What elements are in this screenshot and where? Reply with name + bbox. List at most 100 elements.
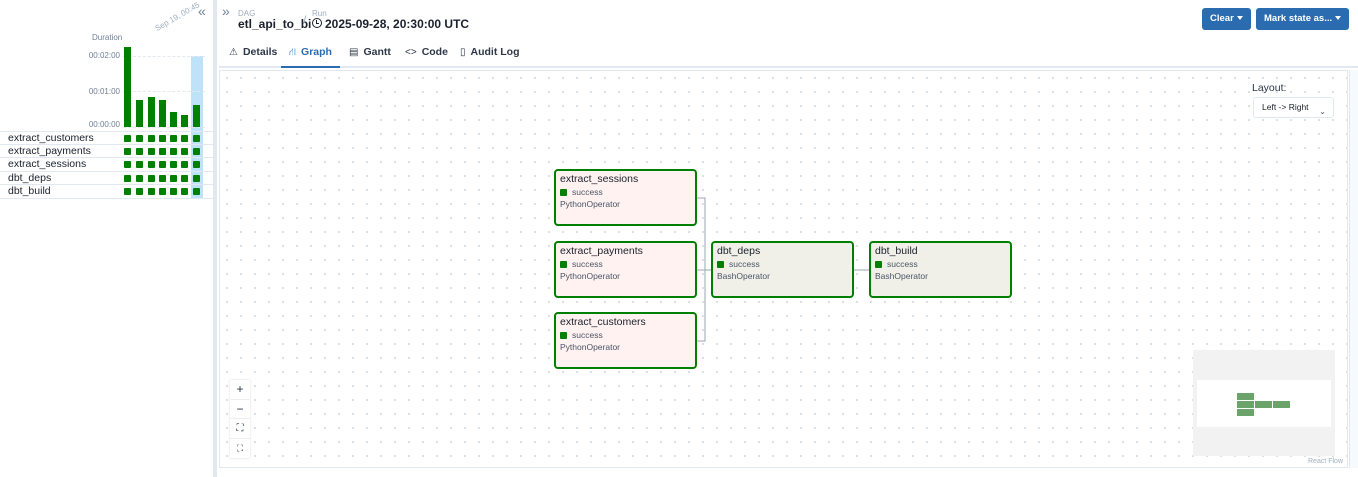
fullscreen-button[interactable]: ⛶ [236,442,244,453]
task-instance-square[interactable] [170,188,177,196]
task-instance-square[interactable] [136,161,143,169]
zoom-controls: + − ⛶ ⛶ [230,380,250,458]
tab-graph[interactable]: ⛙Graph [281,38,340,68]
node-state: success [875,259,918,269]
node-title: extract_sessions [560,173,639,185]
node-title: extract_payments [560,245,643,257]
task-name[interactable]: dbt_build [8,185,51,198]
duration-bar[interactable] [170,112,177,127]
tab-label: Graph [301,46,332,58]
task-name[interactable]: dbt_deps [8,171,52,184]
tab-gantt[interactable]: ▤Gantt [341,38,399,68]
task-instance-square[interactable] [170,174,177,182]
node-operator: PythonOperator [560,271,621,281]
tab-bar: ⚠Details ⛙Graph ▤Gantt <>Code ▯Audit Log [219,38,1358,68]
task-instance-square[interactable] [181,174,188,182]
duration-bar[interactable] [136,100,143,127]
task-instance-square[interactable] [159,147,166,155]
task-row: dbt_build [0,185,213,199]
zoom-out-button[interactable]: − [230,400,250,419]
task-instance-square[interactable] [124,161,131,169]
layout-select-value: Left -> Right [1262,102,1309,112]
task-instance-square[interactable] [170,147,177,155]
task-instance-square[interactable] [148,174,155,182]
task-instance-square[interactable] [159,135,166,142]
layout-select[interactable]: Left -> Right⌄ [1253,97,1334,118]
code-icon: <> [405,47,417,58]
task-instance-square[interactable] [193,174,200,182]
minimap[interactable] [1193,350,1335,456]
task-instance-square[interactable] [181,188,188,196]
graph-canvas[interactable]: Layout: Left -> Right⌄ extract_sessions … [219,70,1348,468]
node-state-label: success [729,259,760,269]
duration-bar[interactable] [193,105,200,127]
grid-line [123,56,205,57]
task-instance-square[interactable] [124,135,131,142]
duration-bar[interactable] [181,115,188,127]
zoom-in-button[interactable]: + [230,380,250,400]
dag-breadcrumb-link[interactable]: etl_api_to_bi [238,17,312,31]
caret-down-icon [1335,16,1342,21]
panel-resize-handle[interactable] [213,0,217,477]
node-state-label: success [887,259,918,269]
task-instance-square[interactable] [124,174,131,182]
task-name[interactable]: extract_customers [8,132,94,144]
clock-icon [312,18,322,28]
tab-audit-log[interactable]: ▯Audit Log [452,38,528,68]
task-instance-square[interactable] [181,161,188,169]
task-instance-square[interactable] [170,161,177,169]
node-state: success [560,330,603,340]
chevrons-right-icon[interactable]: » [222,3,230,19]
minimap-node [1237,393,1254,400]
task-instance-square[interactable] [136,147,143,155]
layout-label: Layout: [1252,82,1287,94]
task-instance-square[interactable] [159,174,166,182]
task-instance-square[interactable] [181,147,188,155]
task-instance-square[interactable] [136,188,143,196]
task-instance-square[interactable] [148,161,155,169]
task-name[interactable]: extract_sessions [8,158,87,171]
task-instance-square[interactable] [148,147,155,155]
task-instance-square[interactable] [170,135,177,142]
tab-label: Details [242,46,278,58]
task-instance-square[interactable] [193,188,200,196]
task-instance-square[interactable] [181,135,188,142]
task-instance-square[interactable] [159,161,166,169]
duration-bar[interactable] [148,97,155,127]
task-instance-square[interactable] [148,188,155,196]
edge-sessions-deps [697,197,712,271]
task-instance-square[interactable] [148,135,155,142]
duration-bar[interactable] [159,100,166,127]
minimap-node [1273,401,1290,408]
clear-button-label: Clear [1210,13,1234,24]
task-node-dbt-build[interactable]: dbt_build success BashOperator [869,241,1012,298]
task-name[interactable]: extract_payments [8,144,91,157]
clear-button[interactable]: Clear [1202,8,1251,30]
task-node-extract-sessions[interactable]: extract_sessions success PythonOperator [554,169,697,226]
node-state: success [560,187,603,197]
task-instance-square[interactable] [136,135,143,142]
tab-label: Audit Log [470,46,520,58]
task-instance-square[interactable] [193,161,200,169]
task-instance-square[interactable] [193,147,200,155]
task-node-extract-payments[interactable]: extract_payments success PythonOperator [554,241,697,298]
task-instance-square[interactable] [159,188,166,196]
gantt-icon: ▤ [349,47,359,58]
task-instance-square[interactable] [136,174,143,182]
chevrons-left-icon[interactable]: « [198,3,206,19]
mark-state-button[interactable]: Mark state as... [1256,8,1350,30]
mark-state-button-label: Mark state as... [1264,13,1333,24]
tab-details[interactable]: ⚠Details [221,38,285,68]
task-instance-square[interactable] [124,188,131,196]
fit-view-button[interactable]: ⛶ [230,419,250,439]
task-row: extract_customers [0,131,213,145]
run-breadcrumb-link[interactable]: 2025-09-28, 20:30:00 UTC [325,17,470,31]
node-state: success [560,259,603,269]
react-flow-attribution[interactable]: React Flow [1308,458,1344,465]
tab-code[interactable]: <>Code [397,38,456,68]
duration-bar[interactable] [124,47,131,127]
task-instance-square[interactable] [124,147,131,155]
task-node-extract-customers[interactable]: extract_customers success PythonOperator [554,312,697,369]
task-node-dbt-deps[interactable]: dbt_deps success BashOperator [711,241,854,298]
task-instance-square[interactable] [193,135,200,142]
